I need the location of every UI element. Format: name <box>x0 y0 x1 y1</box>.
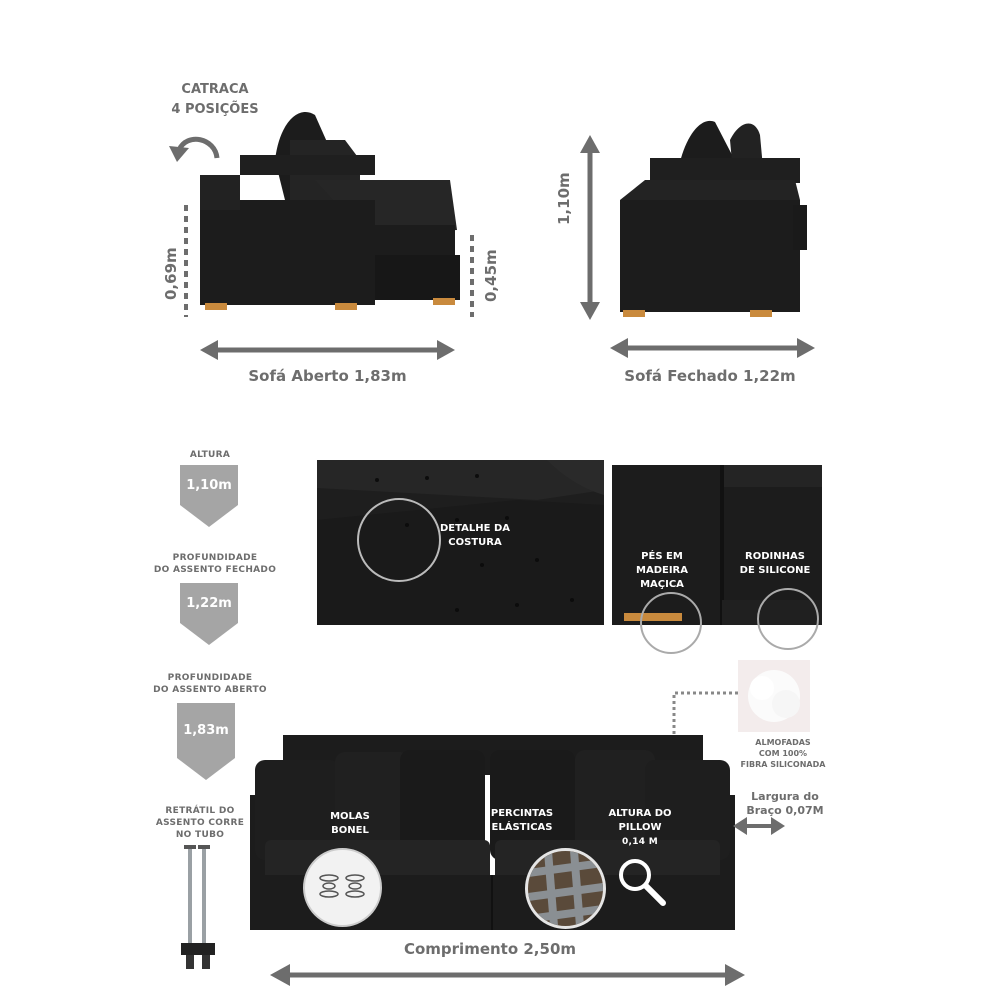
arm-line1: Largura do <box>751 790 819 803</box>
length-arrow <box>270 964 745 986</box>
springs-label: MOLAS BONEL <box>310 810 390 838</box>
wheels-line1: RODINHAS <box>745 551 805 562</box>
magnifier-icon <box>619 859 666 906</box>
straps-line2: ELÁSTICAS <box>491 822 553 833</box>
fiber-texture <box>748 670 800 722</box>
depth-closed-title-line2: DO ASSENTO FECHADO <box>153 565 277 575</box>
fiber-cushion-photo <box>738 660 810 732</box>
depth-closed-title-line1: PROFUNDIDADE <box>172 553 258 563</box>
height-badge-arrow <box>180 505 238 527</box>
stitch-detail-label: DETALHE DA COSTURA <box>415 522 535 550</box>
seat-height-label: 0,45m <box>482 249 500 302</box>
cushion-line1: ALMOFADAS <box>755 738 811 747</box>
arm-width-label: Largura do Braço 0,07M <box>735 790 835 818</box>
height-badge: 1,10m <box>180 465 238 505</box>
feet-line1: PÉS EM <box>641 551 683 562</box>
retract-line3: NO TUBO <box>175 830 225 840</box>
feet-circle <box>640 592 702 654</box>
height-open-label: 0,69m <box>162 247 180 300</box>
depth-open-badge: 1,83m <box>177 703 235 758</box>
cushion-label: ALMOFADAS COM 100% FIBRA SILICONADA <box>728 737 838 770</box>
open-width-label: Sofá Aberto 1,83m <box>248 367 407 385</box>
sofa-side-open-image <box>200 112 460 310</box>
closed-width-arrow <box>610 338 815 358</box>
depth-open-title-line2: DO ASSENTO ABERTO <box>153 685 267 695</box>
stitch-line2: COSTURA <box>448 537 502 548</box>
straps-texture <box>528 851 603 926</box>
depth-closed-badge-arrow <box>180 623 238 645</box>
depth-open-title: PROFUNDIDADE DO ASSENTO ABERTO <box>145 672 275 696</box>
mechanism-label-line2: 4 POSIÇÕES <box>171 102 259 117</box>
straps-circle <box>525 848 606 929</box>
springs-circle <box>303 848 382 927</box>
depth-open-badge-arrow <box>177 758 235 780</box>
straps-line1: PERCINTAS <box>490 808 554 819</box>
stitch-detail-texture <box>317 460 604 625</box>
pillow-line1: ALTURA DO <box>608 808 672 819</box>
spring-icon <box>319 874 365 898</box>
retract-line2: ASSENTO CORRE <box>155 818 245 828</box>
depth-closed-badge: 1,22m <box>180 583 238 623</box>
length-label: Comprimento 2,50m <box>403 940 577 958</box>
retract-line1: RETRÁTIL DO <box>165 806 235 816</box>
total-height-arrow <box>580 135 600 320</box>
pillow-value: 0,14 M <box>621 837 659 847</box>
cushion-line2: COM 100% <box>758 749 808 758</box>
arm-width-arrow <box>733 817 785 835</box>
stitch-line1: DETALHE DA <box>439 523 510 534</box>
retract-label: RETRÁTIL DO ASSENTO CORRE NO TUBO <box>150 805 250 841</box>
cushion-line3: FIBRA SILICONADA <box>740 760 826 769</box>
mechanism-label: CATRACA 4 POSIÇÕES <box>160 80 270 120</box>
wheels-circle <box>757 588 819 650</box>
depth-closed-title: PROFUNDIDADE DO ASSENTO FECHADO <box>150 552 280 576</box>
wheels-line2: DE SILICONE <box>739 565 811 576</box>
feet-label: PÉS EM MADEIRA MAÇICA <box>622 550 702 592</box>
mechanism-label-line1: CATRACA <box>181 82 249 97</box>
sofa-side-closed-image <box>620 120 807 317</box>
feet-line2: MADEIRA <box>636 565 688 576</box>
pillow-line2: PILLOW <box>618 822 662 833</box>
height-title: ALTURA <box>189 450 231 460</box>
straps-label: PERCINTAS ELÁSTICAS <box>477 807 567 835</box>
retract-tube-image <box>181 845 215 969</box>
total-height-label: 1,10m <box>555 172 573 225</box>
stitch-detail-photo: DETALHE DA COSTURA <box>317 460 604 625</box>
rotate-arrow-icon <box>169 136 220 162</box>
open-width-arrow <box>200 340 455 360</box>
pillow-label: ALTURA DO PILLOW 0,14 M <box>595 807 685 849</box>
closed-width-label: Sofá Fechado 1,22m <box>624 367 796 385</box>
feet-line3: MAÇICA <box>640 579 684 590</box>
springs-line1: MOLAS <box>330 811 370 822</box>
stitch-detail-circle <box>357 498 441 582</box>
wheels-label: RODINHAS DE SILICONE <box>730 550 820 578</box>
arm-line2: Braço 0,07M <box>746 804 824 817</box>
height-guide-left <box>184 205 188 317</box>
springs-line2: BONEL <box>331 825 369 836</box>
depth-open-title-line1: PROFUNDIDADE <box>167 673 253 683</box>
seat-height-guide <box>470 235 474 317</box>
